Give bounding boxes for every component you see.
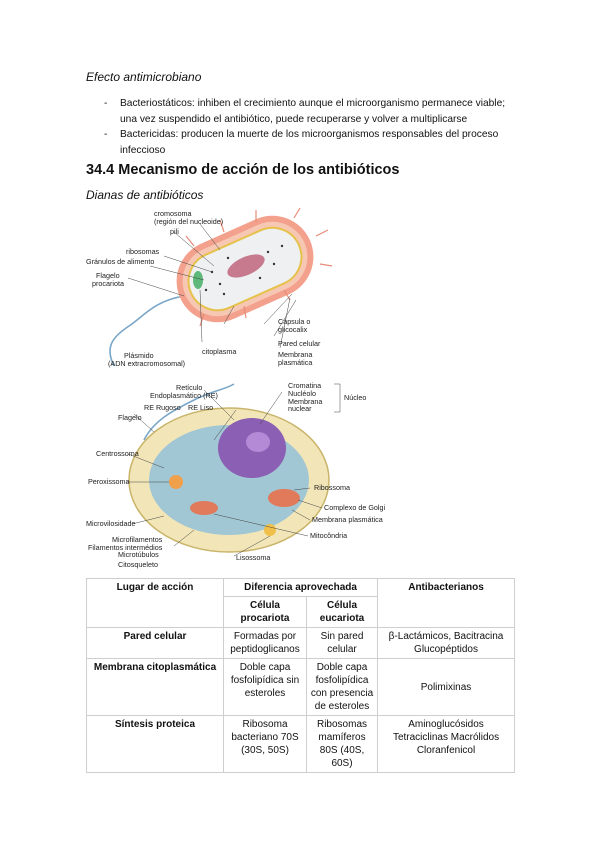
cell-antibacterianos: Aminoglucósidos Tetraciclinas Macrólidos…: [377, 715, 516, 773]
lysosome-shape: [264, 524, 276, 536]
mitochondria-shape: [190, 501, 218, 515]
label-citosqueleto: Citosqueleto: [118, 560, 158, 569]
label-microvilosidade: Microvilosidade: [86, 519, 136, 528]
cell-procariota: Formadas por peptidoglicanos: [223, 627, 307, 659]
header-diferencia: Diferencia aprovechada: [222, 578, 379, 597]
cell-antibacterianos: β-Lactámicos, Bacitracina Glucopéptidos: [377, 627, 516, 659]
pili-lines: [185, 207, 333, 327]
label-lisossoma: Lisossoma: [236, 553, 270, 562]
effect-bullet-list: - Bacteriostáticos: inhiben el crecimien…: [104, 96, 524, 158]
header-procariota: Célula procariota: [223, 596, 307, 628]
label-reticulo: Retículo: [176, 383, 202, 392]
eukaryote-leader-lines: [126, 389, 323, 557]
label-granulos: Gránulos de alimento: [86, 257, 154, 266]
label-eu-membrana: Membrana: [288, 397, 322, 406]
header-eucariota: Célula eucariota: [305, 596, 379, 628]
table-row: Pared celular Formadas por peptidoglican…: [86, 627, 516, 659]
golgi-shape: [268, 489, 300, 507]
label-microtubulos: Microtúbulos: [118, 550, 159, 559]
peroxisome-shape: [169, 475, 183, 489]
label-ribossoma: Ribossoma: [314, 483, 350, 492]
eukaryote-flagellum-shape: [143, 383, 235, 441]
bullet-text: Bacteriostáticos: inhiben el crecimiento…: [120, 98, 506, 125]
bullet-bacteriostaticos: - Bacteriostáticos: inhiben el crecimien…: [104, 96, 524, 127]
nucleus-bracket: [334, 383, 341, 413]
prokaryote-illustration: cromosoma (región del nucleoide) pili ri…: [86, 207, 333, 368]
label-cromosoma: cromosoma: [154, 209, 192, 218]
header-lugar: Lugar de acción: [86, 578, 224, 628]
label-microfilamentos: Microfilamentos: [112, 535, 163, 544]
table-header-row: Lugar de acción Diferencia aprovechada A…: [86, 578, 516, 628]
label-cromatina: Cromatina: [288, 381, 321, 390]
cell-eucariota: Doble capa fosfolipídica con presencia d…: [305, 658, 379, 716]
label-re-liso: RE Liso: [188, 403, 213, 412]
label-filamentos: Filamentos intermédios: [88, 543, 163, 552]
label-pili: pili: [170, 227, 179, 236]
cell-lugar: Membrana citoplasmática: [86, 658, 224, 716]
label-nucleo: Núcleo: [344, 393, 366, 402]
label-nucleolo: Nucléolo: [288, 389, 316, 398]
cell-procariota: Ribosoma bacteriano 70S (30S, 50S): [223, 715, 307, 773]
bullet-text: Bactericidas: producen la muerte de los …: [120, 129, 499, 156]
label-nuclear: nuclear: [288, 404, 312, 413]
label-centrosoma: Centrossoma: [96, 449, 139, 458]
header-antibacterianos: Antibacterianos: [377, 578, 516, 628]
label-re-rugoso: RE Rugoso: [144, 403, 181, 412]
label-golgi: Complexo de Golgi: [324, 503, 386, 512]
bullet-bactericidas: - Bactericidas: producen la muerte de lo…: [104, 127, 524, 158]
label-eu-flagelo: Flagelo: [118, 413, 142, 422]
label-pared: Pared celular: [278, 339, 321, 348]
prokaryote-cell-figure: cromosoma (región del nucleoide) pili ri…: [84, 206, 344, 374]
label-flagelo: Flagelo: [96, 271, 120, 280]
cell-procariota: Doble capa fosfolipídica sin esteroles: [223, 658, 307, 716]
label-endoplasmico: Endoplasmático (RE): [150, 391, 218, 400]
section-subtitle: Efecto antimicrobiano: [86, 70, 202, 84]
label-membrana-plasmatica: Membrana plasmática: [312, 515, 383, 524]
table-subheader-row: Célula procariota Célula eucariota: [87, 596, 515, 628]
cell-antibacterianos: Polimixinas: [377, 658, 516, 716]
label-plasmido: Plásmido: [124, 351, 154, 360]
flagellum-shape: [109, 295, 185, 367]
nucleolus-shape: [246, 432, 270, 452]
bullet-dash: -: [104, 129, 108, 140]
antibiotic-targets-table: Lugar de acción Diferencia aprovechada A…: [86, 578, 516, 773]
label-mitocondria: Mitocôndria: [310, 531, 347, 540]
label-membrana: Membrana: [278, 350, 312, 359]
label-adn: (ADN extracromosomal): [108, 359, 185, 368]
cell-eucariota: Sin pared celular: [305, 627, 379, 659]
table-row: Membrana citoplasmática Doble capa fosfo…: [86, 658, 516, 716]
label-capsula: Cápsula o: [278, 317, 310, 326]
section-heading: 34.4 Mecanismo de acción de los antibiót…: [86, 162, 400, 178]
bullet-dash: -: [104, 98, 108, 109]
cell-lugar: Síntesis proteica: [86, 715, 224, 773]
label-peroxisoma: Peroxissoma: [88, 477, 130, 486]
cell-eucariota: Ribosomas mamíferos 80S (40S, 60S): [305, 715, 379, 773]
label-plasmatica: plasmática: [278, 358, 312, 367]
label-procariota: procariota: [92, 279, 124, 288]
prokaryote-leader-lines: [127, 223, 297, 349]
section-subheading: Dianas de antibióticos: [86, 188, 204, 202]
eukaryote-cell-figure: Retículo Endoplasmático (RE) RE Rugoso R…: [84, 380, 394, 570]
cell-lugar: Pared celular: [86, 627, 224, 659]
plasmid-shape: [193, 271, 203, 289]
nucleoid-shape: [227, 254, 265, 278]
label-ribosomas: ribosomas: [126, 247, 160, 256]
label-region: (región del nucleoide): [154, 217, 223, 226]
ribosome-dots: [204, 244, 284, 296]
label-glicocalix: glicocalix: [278, 325, 308, 334]
label-citoplasma: citoplasma: [202, 347, 236, 356]
table-row: Síntesis proteica Ribosoma bacteriano 70…: [86, 715, 516, 773]
eukaryote-illustration: Retículo Endoplasmático (RE) RE Rugoso R…: [86, 381, 386, 569]
